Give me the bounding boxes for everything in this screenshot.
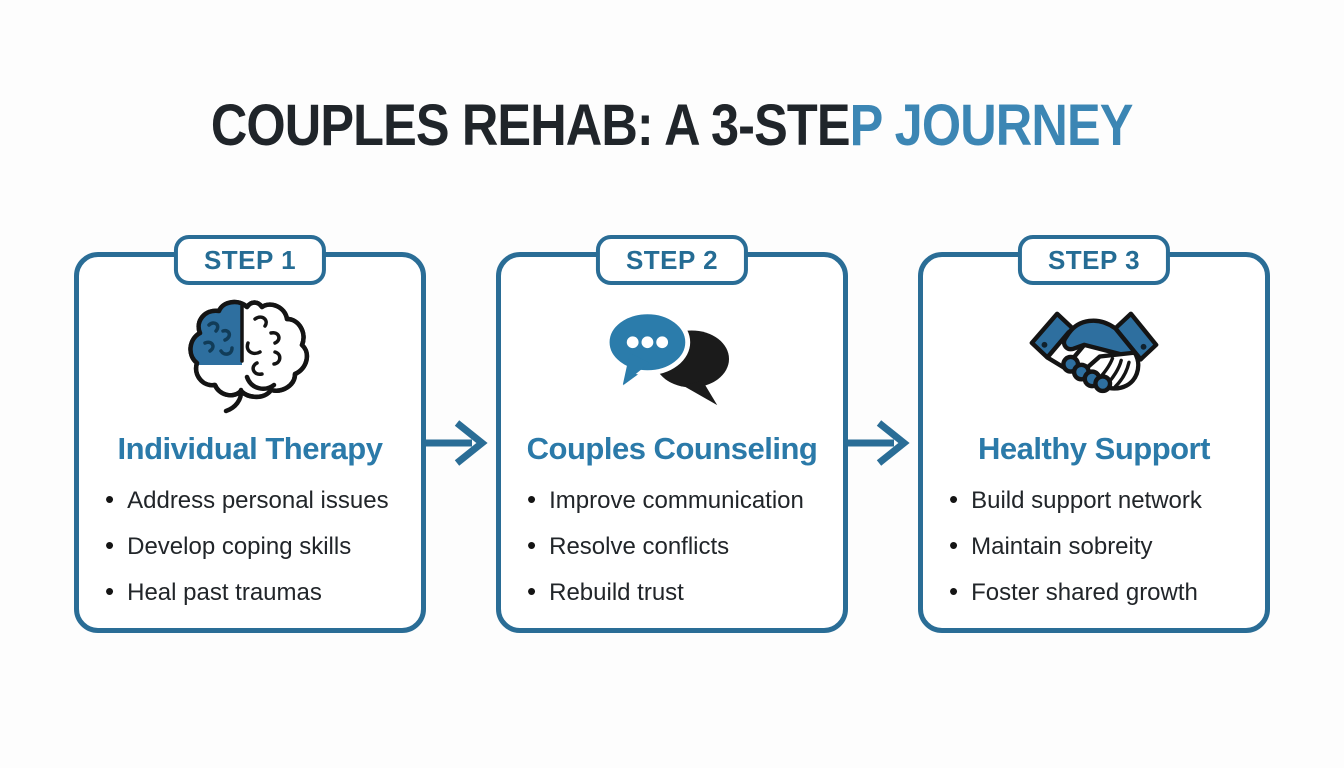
arrow-right-icon xyxy=(426,252,496,633)
step-2-bullet-list: Improve communication Resolve conflicts … xyxy=(501,477,843,615)
step-3-bullet-list: Build support network Maintain sobreity … xyxy=(923,477,1265,615)
handshake-icon xyxy=(923,293,1265,419)
steps-row: STEP 1 xyxy=(0,235,1344,633)
page-title-blue-part: P JOURNEY xyxy=(849,93,1134,158)
step-2-card: STEP 2 Couples Couns xyxy=(496,235,848,633)
step-2-badge: STEP 2 xyxy=(595,235,749,285)
bullet-item: Resolve conflicts xyxy=(527,523,843,569)
page-title-dark-part: COUPLES REHAB: A 3-STE xyxy=(211,93,851,158)
bullet-item: Improve communication xyxy=(527,477,843,523)
step-1-bullet-list: Address personal issues Develop coping s… xyxy=(79,477,421,615)
step-1-card: STEP 1 xyxy=(74,235,426,633)
bullet-item: Develop coping skills xyxy=(105,523,421,569)
chat-bubbles-icon xyxy=(501,293,843,419)
step-1-badge: STEP 1 xyxy=(173,235,327,285)
page-title: COUPLES REHAB: A 3-STEP JOURNEY xyxy=(0,94,1344,158)
step-3-card: STEP 3 xyxy=(918,235,1270,633)
bullet-item: Rebuild trust xyxy=(527,569,843,615)
bullet-item: Address personal issues xyxy=(105,477,421,523)
step-3-heading: Healthy Support xyxy=(978,431,1210,466)
bullet-item: Build support network xyxy=(949,477,1265,523)
bullet-item: Foster shared growth xyxy=(949,569,1265,615)
arrow-right-icon xyxy=(848,252,918,633)
bullet-item: Maintain sobreity xyxy=(949,523,1265,569)
step-3-badge: STEP 3 xyxy=(1017,235,1171,285)
step-1-heading: Individual Therapy xyxy=(117,431,383,466)
brain-icon xyxy=(79,293,421,419)
bullet-item: Heal past traumas xyxy=(105,569,421,615)
step-2-heading: Couples Counseling xyxy=(526,431,818,466)
